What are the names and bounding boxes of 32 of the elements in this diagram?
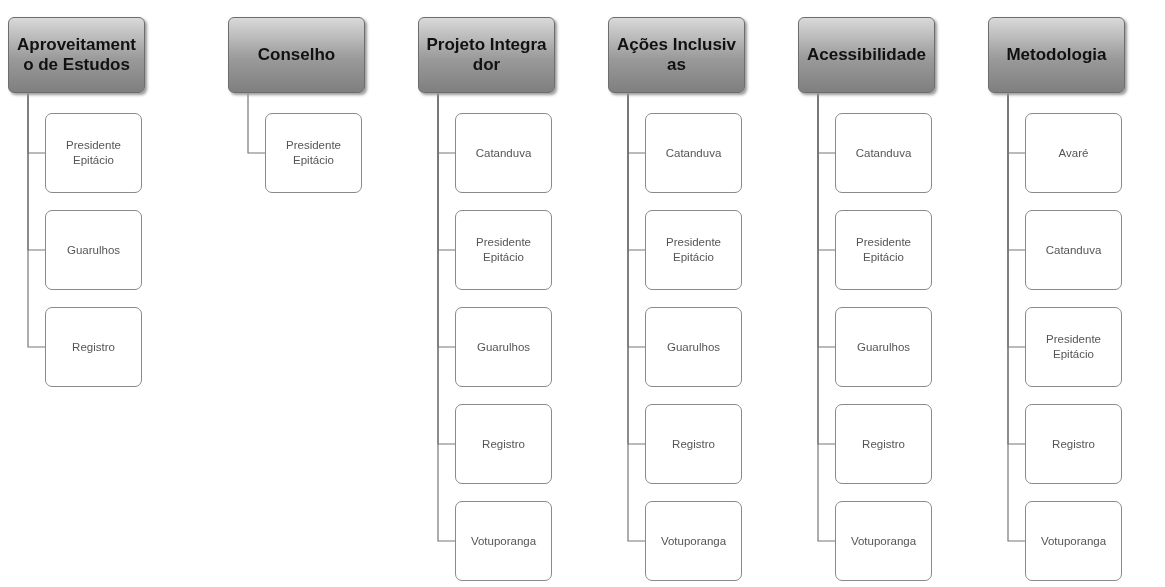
campus-box: Presidente Epitácio <box>265 113 362 193</box>
campus-box: Registro <box>835 404 932 484</box>
campus-box: Presidente Epitácio <box>45 113 142 193</box>
campus-box: Presidente Epitácio <box>835 210 932 290</box>
campus-box: Registro <box>45 307 142 387</box>
campus-box: Catanduva <box>645 113 742 193</box>
category-box: Projeto Integrador <box>418 17 555 93</box>
campus-box: Votuporanga <box>645 501 742 581</box>
category-box: Ações Inclusivas <box>608 17 745 93</box>
category-box: Acessibilidade <box>798 17 935 93</box>
campus-box: Catanduva <box>835 113 932 193</box>
campus-box: Guarulhos <box>835 307 932 387</box>
category-box: Conselho <box>228 17 365 93</box>
campus-box: Catanduva <box>1025 210 1122 290</box>
campus-box: Votuporanga <box>835 501 932 581</box>
campus-box: Registro <box>1025 404 1122 484</box>
connector-line <box>247 92 266 154</box>
category-box: Metodologia <box>988 17 1125 93</box>
campus-box: Guarulhos <box>645 307 742 387</box>
campus-box: Presidente Epitácio <box>1025 307 1122 387</box>
campus-box: Guarulhos <box>45 210 142 290</box>
campus-box: Registro <box>645 404 742 484</box>
campus-box: Catanduva <box>455 113 552 193</box>
campus-box: Guarulhos <box>455 307 552 387</box>
campus-box: Avaré <box>1025 113 1122 193</box>
campus-box: Presidente Epitácio <box>645 210 742 290</box>
campus-box: Votuporanga <box>1025 501 1122 581</box>
category-box: Aproveitamento de Estudos <box>8 17 145 93</box>
connector-line <box>27 92 46 348</box>
campus-box: Presidente Epitácio <box>455 210 552 290</box>
campus-box: Registro <box>455 404 552 484</box>
campus-box: Votuporanga <box>455 501 552 581</box>
